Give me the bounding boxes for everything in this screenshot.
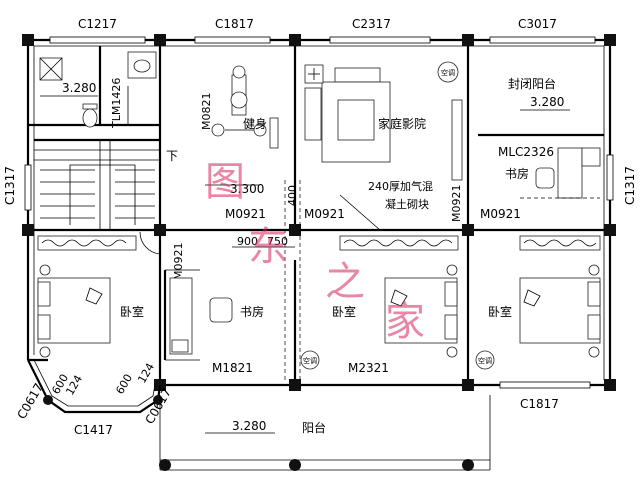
bedroom-right: 卧室 空调 [475, 264, 601, 370]
room-label-bedroom-middle: 卧室 [332, 304, 356, 319]
ac-unit-icon [300, 350, 320, 370]
wardrobe-middle-icon [339, 235, 459, 251]
stair-down-label: 下 [166, 149, 178, 163]
window-code-bottom-right: C1817 [520, 397, 559, 411]
door-swing [139, 231, 161, 255]
window-code-bay-front: C1417 [74, 423, 113, 437]
chair-left-icon [209, 297, 233, 323]
wall-note-line2: 凝土砌块 [385, 197, 429, 211]
room-label-home-theater: 家庭影院 [378, 116, 426, 131]
dim-750: 750 [267, 235, 288, 248]
svg-text:家: 家 [385, 299, 425, 345]
bay-window: 600 600 124 124 [27, 359, 163, 414]
coffee-table-icon [337, 99, 375, 141]
tv-cabinet-icon [451, 99, 463, 181]
chair-icon [535, 167, 555, 189]
gym: 健身 3.300 M0821 [200, 65, 279, 196]
window-code-c3017: C3017 [518, 17, 557, 31]
study-left-door-code: M1821 [212, 361, 253, 375]
sunroom: 空调 封闭阳台 3.280 MLC2326 书房 M0921 M0921 [437, 61, 601, 223]
study-right-door-code: M0921 [450, 185, 463, 223]
dim-400: 400 [286, 185, 299, 206]
bath-door-code: TLM1426 [110, 78, 123, 129]
wardrobe-left-icon [37, 235, 137, 251]
window-code-left: C1317 [3, 166, 17, 205]
stair-door-code: M0921 [225, 207, 266, 221]
balcony-door-code: M2321 [348, 361, 389, 375]
watermark: 图 东 之 家 [205, 159, 425, 345]
bedroom-middle: 卧室 M2321 空调 [300, 264, 458, 375]
gym-door-code: M0821 [200, 93, 213, 131]
svg-text:空调: 空调 [478, 356, 492, 365]
room-label-bedroom-left: 卧室 [120, 304, 144, 319]
toilet-icon [82, 108, 98, 128]
bookshelf-icon [581, 147, 601, 167]
balcony-level: 3.280 [232, 419, 266, 433]
bed1-door-code: M0921 [172, 243, 185, 281]
study-left: 书房 M1821 [169, 277, 264, 375]
room-label-study-right: 书房 [505, 166, 529, 181]
bay-dim-small-right: 124 [135, 361, 157, 386]
dim-900: 900 [237, 235, 258, 248]
dumbbell-icon [211, 123, 225, 137]
closets [37, 235, 601, 251]
window-code-c1217: C1217 [78, 17, 117, 31]
svg-text:空调: 空调 [441, 68, 455, 77]
bathroom: 3.280 TLM1426 [39, 51, 157, 129]
windows-top [24, 36, 614, 389]
desk-icon [557, 147, 583, 199]
dimension-marks: 900 750 400 [232, 180, 301, 380]
room-label-balcony: 阳台 [302, 420, 326, 435]
bath-level: 3.280 [62, 81, 96, 95]
bedroom-left: 卧室 M0921 [37, 243, 185, 358]
gym-level: 3.300 [230, 182, 264, 196]
svg-text:东: 东 [248, 224, 288, 270]
wall-note-line1: 240厚加气混 [368, 179, 433, 193]
balcony: 3.280 阳台 [159, 395, 491, 471]
svg-text:图: 图 [205, 159, 245, 205]
nightstand-icon [39, 264, 51, 276]
desk-left-icon [169, 277, 193, 355]
window-code-c2317: C2317 [352, 17, 391, 31]
room-label-bedroom-right: 卧室 [488, 304, 512, 319]
tv-door-code: M0921 [304, 207, 345, 221]
sunroom-level: 3.280 [530, 95, 564, 109]
sofa-side-icon [304, 87, 322, 141]
svg-text:空调: 空调 [303, 356, 317, 365]
home-theater: 家庭影院 240厚加气混 凝土砌块 M0921 [304, 64, 463, 231]
bay-dim-right: 600 [113, 372, 135, 397]
staircase: 下 M0921 [34, 140, 266, 255]
room-label-gym: 健身 [243, 116, 267, 131]
window-code-right: C1317 [623, 166, 637, 205]
room-label-sunroom: 封闭阳台 [508, 76, 556, 91]
sofa-back-icon [334, 67, 381, 83]
weight-bench-icon [269, 117, 279, 149]
interior-walls [28, 40, 610, 385]
svg-text:之: 之 [325, 259, 365, 305]
bed-right-icon [519, 277, 601, 344]
ac-unit-icon [475, 350, 495, 370]
sunroom-door-code: MLC2326 [498, 145, 554, 159]
room-label-study-left: 书房 [240, 304, 264, 319]
ac-unit-icon [437, 61, 459, 83]
bed3-door-code: M0921 [480, 207, 521, 221]
window-code-c1817: C1817 [215, 17, 254, 31]
